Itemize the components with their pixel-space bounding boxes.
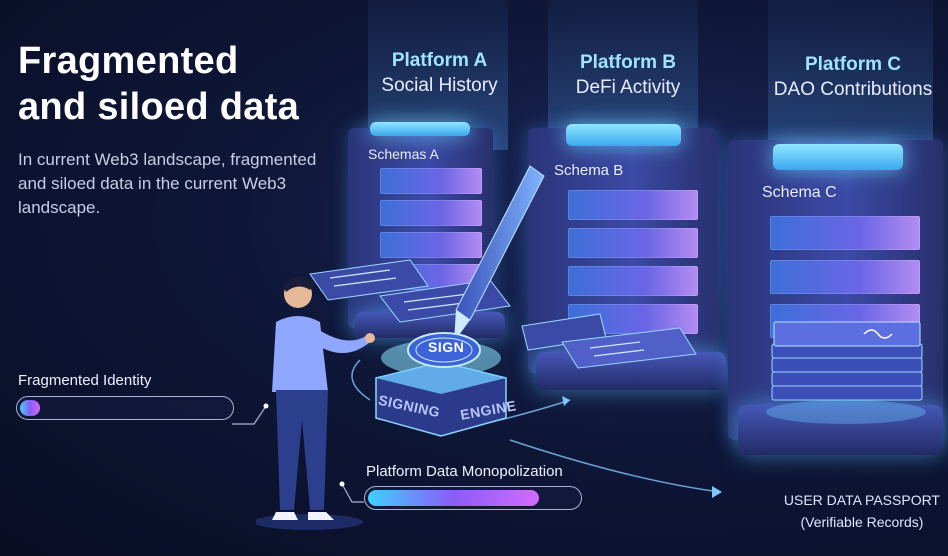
passport-title: USER DATA PASSPORT <box>783 492 940 508</box>
server-c-top <box>773 144 903 170</box>
server-c-base <box>738 405 943 455</box>
platform-data-monopolization-fill <box>368 490 540 506</box>
passport-subtitle: (Verifiable Records) <box>800 514 924 530</box>
platform-a-name: Platform A <box>391 50 488 71</box>
sign-seal-icon <box>407 332 481 368</box>
drawer <box>568 266 698 296</box>
page-title: Fragmented and siloed data <box>18 38 299 130</box>
server-a-top <box>370 122 470 136</box>
platform-c-subtitle: DAO Contributions <box>773 79 933 100</box>
connector-line <box>232 403 269 425</box>
document-tiles <box>309 259 697 369</box>
flow-arrows <box>351 359 722 498</box>
drawer <box>770 216 920 250</box>
platform-b-label: Platform B DeFi Activity <box>548 50 708 100</box>
platform-c-name: Platform C <box>804 54 902 75</box>
person-icon <box>256 276 375 530</box>
platform-b-name: Platform B <box>579 52 677 73</box>
drawer <box>568 228 698 258</box>
sign-badge: SIGN <box>428 339 465 355</box>
platform-a-subtitle: Social History <box>381 75 498 96</box>
platform-a-label: Platform A Social History <box>362 48 517 98</box>
schema-b-label: Schema B <box>554 162 624 179</box>
drawer <box>380 200 482 226</box>
description: In current Web3 landscape, fragmented an… <box>18 150 317 217</box>
platform-c-label: Platform C DAO Contributions <box>758 52 948 102</box>
platform-b-subtitle: DeFi Activity <box>575 77 681 98</box>
connector-line <box>339 481 364 503</box>
title-line-2: and siloed data <box>18 86 300 128</box>
drawer <box>568 190 698 220</box>
fragmented-identity-fill <box>20 400 40 416</box>
schema-a-label: Schemas A <box>368 146 439 162</box>
server-b-top <box>566 124 681 146</box>
fragmented-identity-label: Fragmented Identity <box>18 372 152 389</box>
drawer <box>770 260 920 294</box>
drawer <box>380 232 482 258</box>
arrow-icon <box>562 396 570 406</box>
server-b: Schema B <box>528 124 718 373</box>
user-data-passport: USER DATA PASSPORT (Verifiable Records) <box>784 489 940 533</box>
platform-data-monopolization-label: Platform Data Monopolization <box>366 463 563 480</box>
record-stack <box>766 321 926 424</box>
fragmented-identity-bar <box>16 396 234 420</box>
arrow-icon <box>712 486 722 498</box>
platform-data-monopolization-bar <box>364 486 582 510</box>
title-line-1: Fragmented <box>18 40 239 82</box>
schema-c-label: Schema C <box>762 184 837 201</box>
drawer <box>380 168 482 194</box>
